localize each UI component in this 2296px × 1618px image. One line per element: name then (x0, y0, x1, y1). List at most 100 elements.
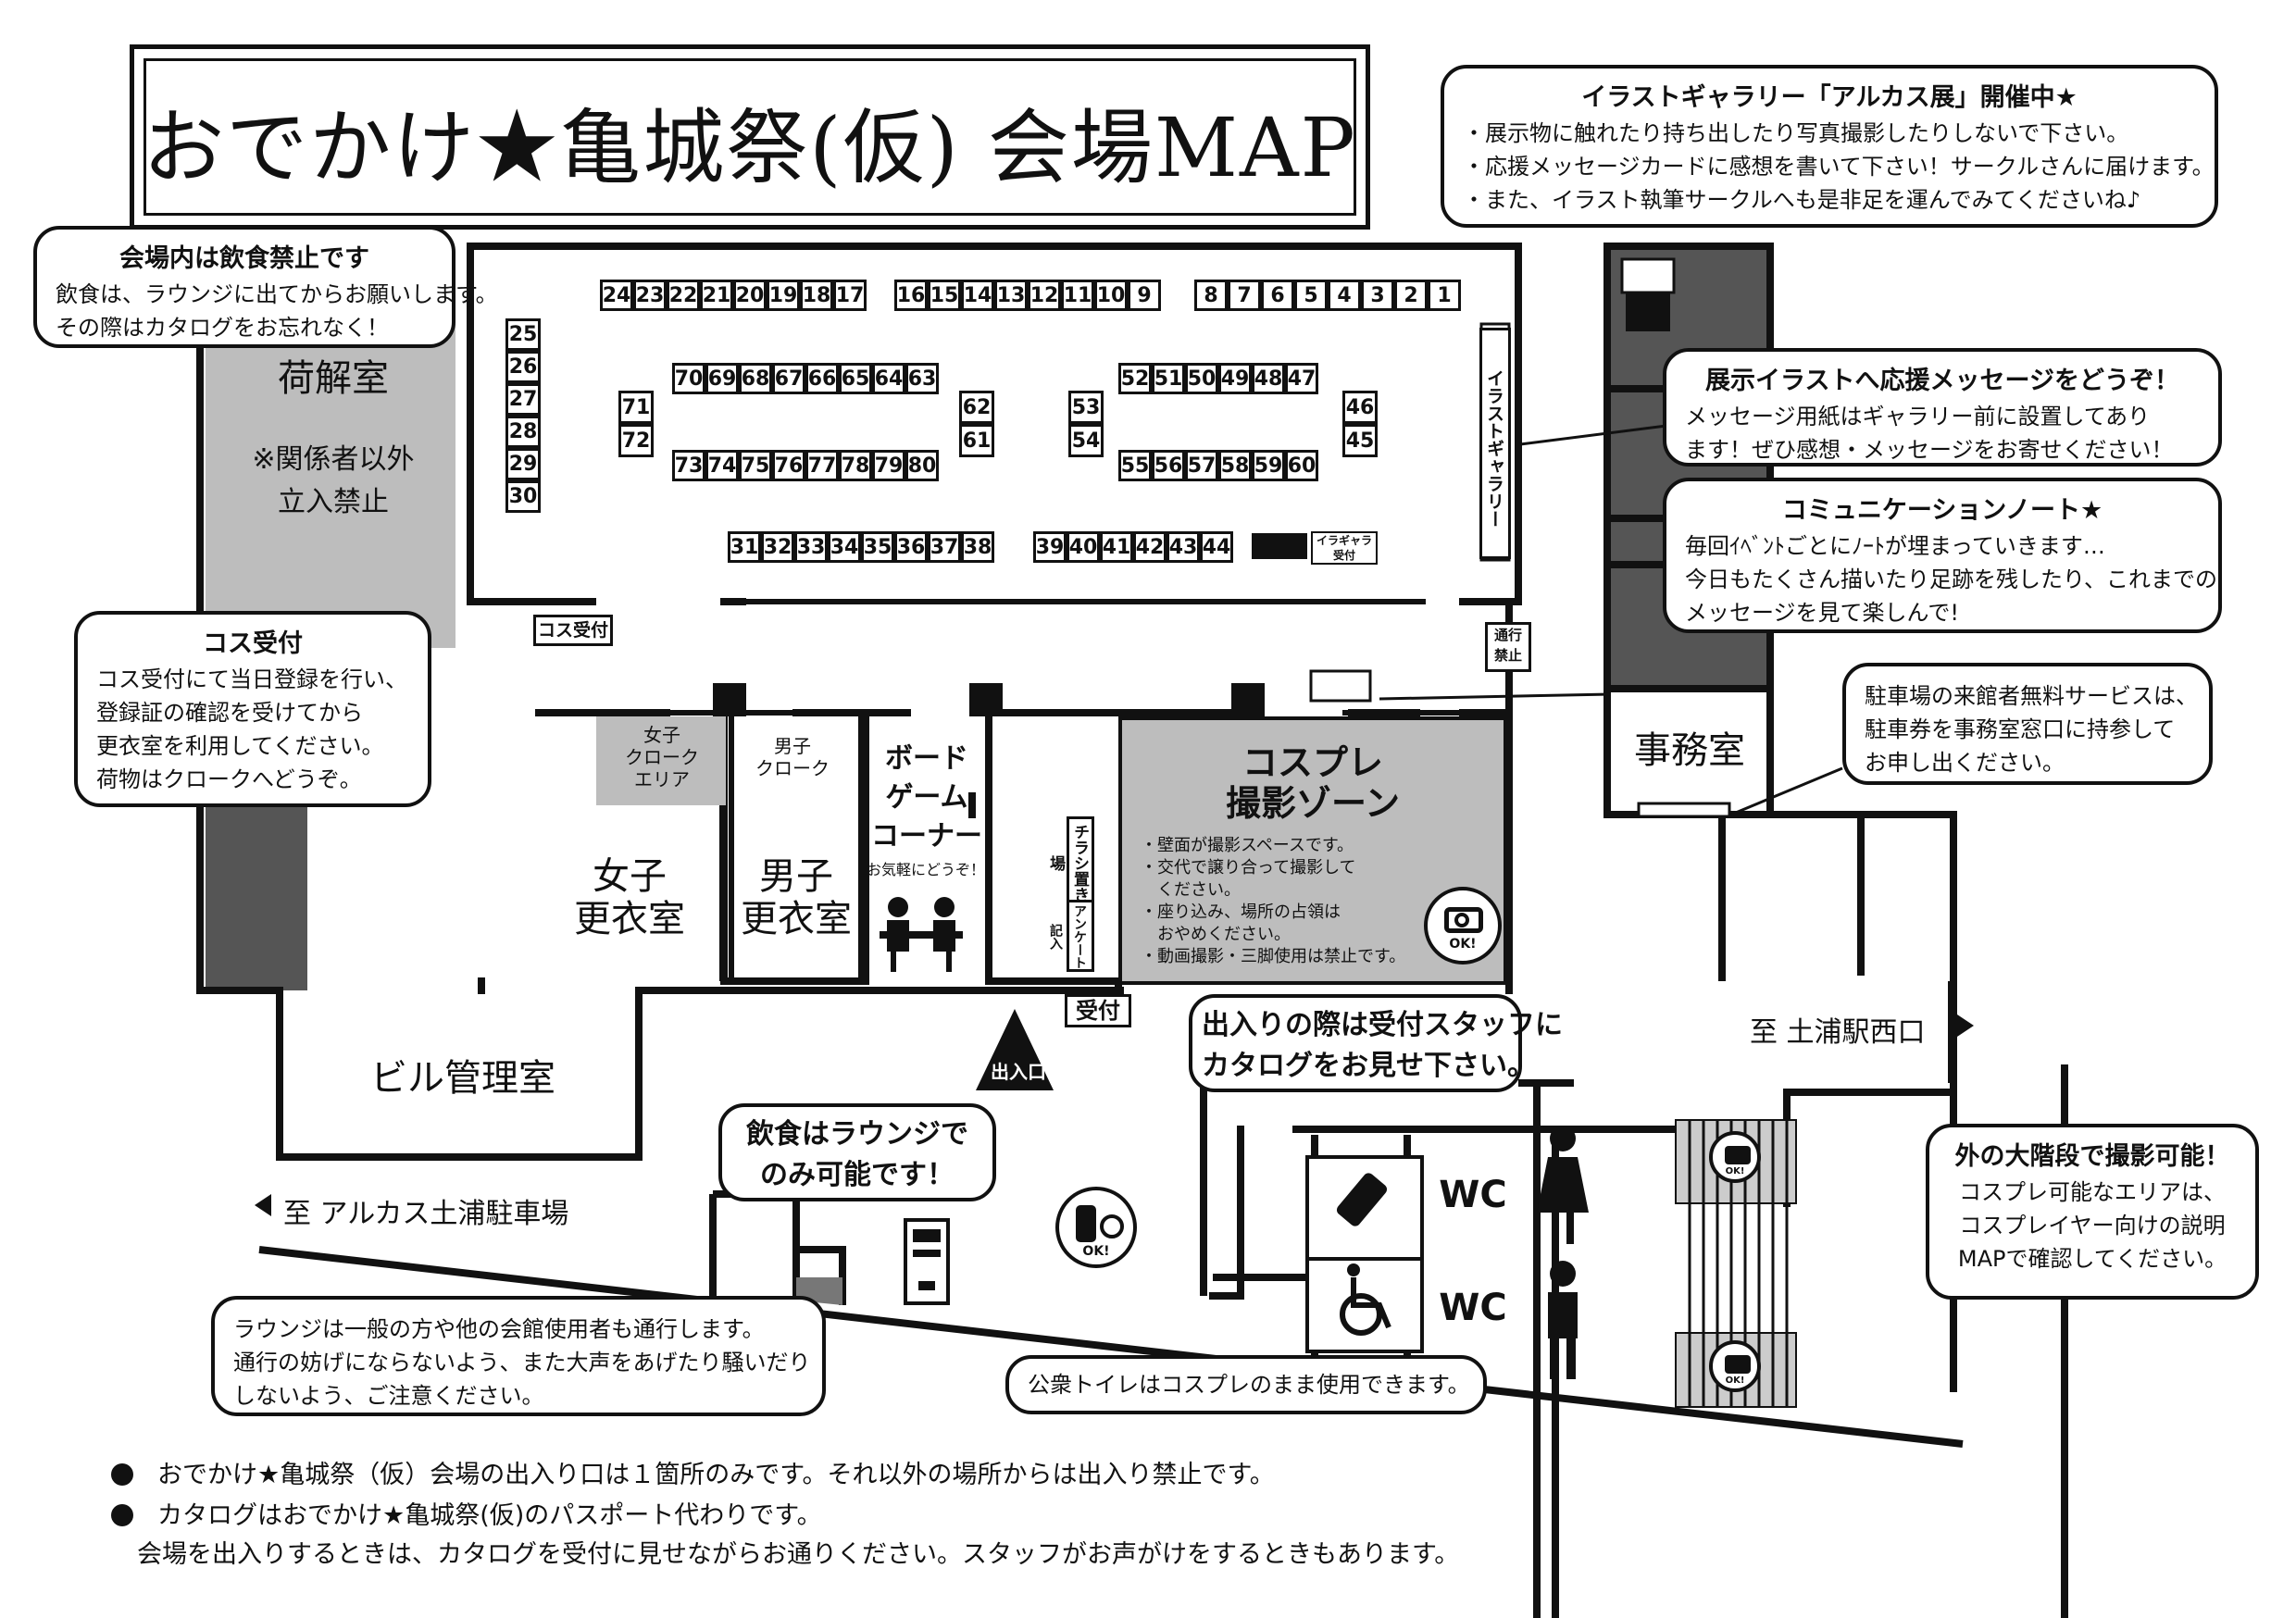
booth: 22 (667, 280, 700, 311)
booth: 20 (733, 280, 767, 311)
booth: 46 (1342, 391, 1378, 424)
booth: 73 (672, 450, 705, 481)
arrow-left-icon (255, 1194, 271, 1216)
booth: 2 (1394, 280, 1428, 311)
callout-lounge-eating: 飲食はラウンジで のみ可能です！ (718, 1103, 996, 1201)
reception-desk: 受付 (1065, 994, 1131, 1027)
cat-icon (1279, 533, 1307, 559)
booth: 4 (1328, 280, 1361, 311)
direction-parking: 至 アルカス土浦駐車場 (283, 1198, 569, 1230)
booth: 7 (1228, 280, 1261, 311)
bullet-icon (111, 1463, 133, 1486)
board-game-note: お気軽にどうぞ！ (866, 861, 985, 878)
booth: 37 (928, 531, 961, 563)
booth: 47 (1285, 363, 1318, 394)
key-icon (1620, 257, 1676, 294)
room-womens-changing-2: 更衣室 (574, 898, 685, 940)
survey-desk: アンケート記入 (1048, 900, 1094, 972)
booth: 1 (1428, 280, 1461, 311)
booth: 80 (905, 450, 939, 481)
unloading-room-area (206, 305, 455, 648)
booth: 34 (828, 531, 861, 563)
entrance-triangle (976, 1009, 1054, 1090)
booth: 27 (505, 383, 541, 416)
illgal-reception: イラギャラ受付 (1311, 531, 1378, 565)
arrow-right-icon (1957, 1014, 1974, 1037)
booth: 66 (805, 363, 839, 394)
booth: 53 (1068, 391, 1104, 424)
mens-cloak-label: 男子 クローク (755, 735, 830, 779)
booth: 75 (739, 450, 772, 481)
booth: 18 (800, 280, 833, 311)
booth: 56 (1152, 450, 1185, 481)
cosplay-zone-title-1: コスプレ (1242, 742, 1383, 783)
mens-wc-icon (1548, 1261, 1578, 1379)
booth: 55 (1118, 450, 1152, 481)
briefcase-icon (1626, 292, 1670, 331)
booth: 70 (672, 363, 705, 394)
callout-support-message: 展示イラストへ応援メッセージをどうぞ！ メッセージ用紙はギャラリー前に設置してあ… (1663, 348, 2222, 467)
page-title: おでかけ★亀城祭(仮) 会場MAP (143, 100, 1357, 195)
room-office: 事務室 (1634, 729, 1745, 772)
booth: 61 (959, 424, 994, 457)
booth: 33 (794, 531, 828, 563)
booth: 17 (833, 280, 867, 311)
booth: 77 (805, 450, 839, 481)
booth: 52 (1118, 363, 1152, 394)
booth: 69 (705, 363, 739, 394)
booth: 31 (728, 531, 761, 563)
title-frame: おでかけ★亀城祭(仮) 会場MAP (130, 44, 1370, 230)
booth: 12 (1028, 280, 1061, 311)
direction-station: 至 土浦駅西口 (1750, 1016, 1926, 1049)
booth: 11 (1061, 280, 1094, 311)
room-unloading: 荷解室 (278, 357, 389, 400)
wheelchair-icon (1340, 1277, 1391, 1336)
cosplay-zone-rules: ・壁面が撮影スペースです。 ・交代で譲り合って撮影して ください。 ・座り込み、… (1141, 836, 1406, 966)
room-mens-changing-1: 男子 (759, 855, 833, 898)
booth: 6 (1261, 280, 1294, 311)
booth: 40 (1067, 531, 1100, 563)
booth: 68 (739, 363, 772, 394)
booth: 49 (1218, 363, 1252, 394)
booth: 30 (505, 480, 541, 513)
camera-ok-icon: OK! (1424, 887, 1502, 965)
booth: 59 (1252, 450, 1285, 481)
board-game-table-icon (880, 897, 963, 972)
board-game-label-3: コーナー (871, 820, 982, 853)
booth: 65 (839, 363, 872, 394)
booth: 51 (1152, 363, 1185, 394)
booth: 5 (1294, 280, 1328, 311)
booth: 16 (894, 280, 928, 311)
room-womens-changing-1: 女子 (593, 855, 667, 898)
stairs-camera-ok-icon: OK! (1709, 1131, 1761, 1183)
entrance-label: 出入口 (991, 1061, 1046, 1083)
footer-note-3: 会場を出入りするときは、カタログを受付に見せながらお通りください。スタッフがお声… (137, 1540, 1460, 1569)
booth: 79 (872, 450, 905, 481)
booth: 26 (505, 351, 541, 383)
footer-note-2: カタログはおでかけ★亀城祭(仮)のパスポート代わりです。 (111, 1496, 822, 1537)
booth: 13 (994, 280, 1028, 311)
booth: 28 (505, 416, 541, 448)
board-game-label-2: ゲーム (885, 781, 968, 814)
board-game-label-1: ボード (885, 742, 968, 775)
booth: 48 (1252, 363, 1285, 394)
booth: 32 (761, 531, 794, 563)
booth: 50 (1185, 363, 1218, 394)
office-window (1637, 802, 1731, 818)
booth: 9 (1128, 280, 1161, 311)
room-unloading-note-1: ※関係者以外 (252, 443, 415, 476)
callout-cos-reception: コス受付 コス受付にて当日登録を行い、 登録証の確認を受けてから 更衣室を利用し… (74, 611, 431, 807)
booth: 25 (505, 318, 541, 351)
wc-womens-label: WC (1439, 1174, 1507, 1216)
room-mens-changing-2: 更衣室 (741, 898, 852, 940)
booth: 29 (505, 448, 541, 480)
stairs-camera-ok-icon: OK! (1709, 1340, 1761, 1392)
booth: 36 (894, 531, 928, 563)
callout-communication-note: コミュニケーションノート★ 毎回ｲﾍﾞﾝﾄごとにﾉｰﾄが埋まっていきます… 今日… (1663, 478, 2222, 633)
womens-cloak-label: 女子 クローク エリア (625, 724, 699, 790)
booth: 78 (839, 450, 872, 481)
bullet-icon (111, 1504, 133, 1526)
cat-icon (1252, 533, 1279, 559)
room-unloading-note-2: 立入禁止 (278, 486, 389, 518)
pillar (969, 683, 1003, 716)
